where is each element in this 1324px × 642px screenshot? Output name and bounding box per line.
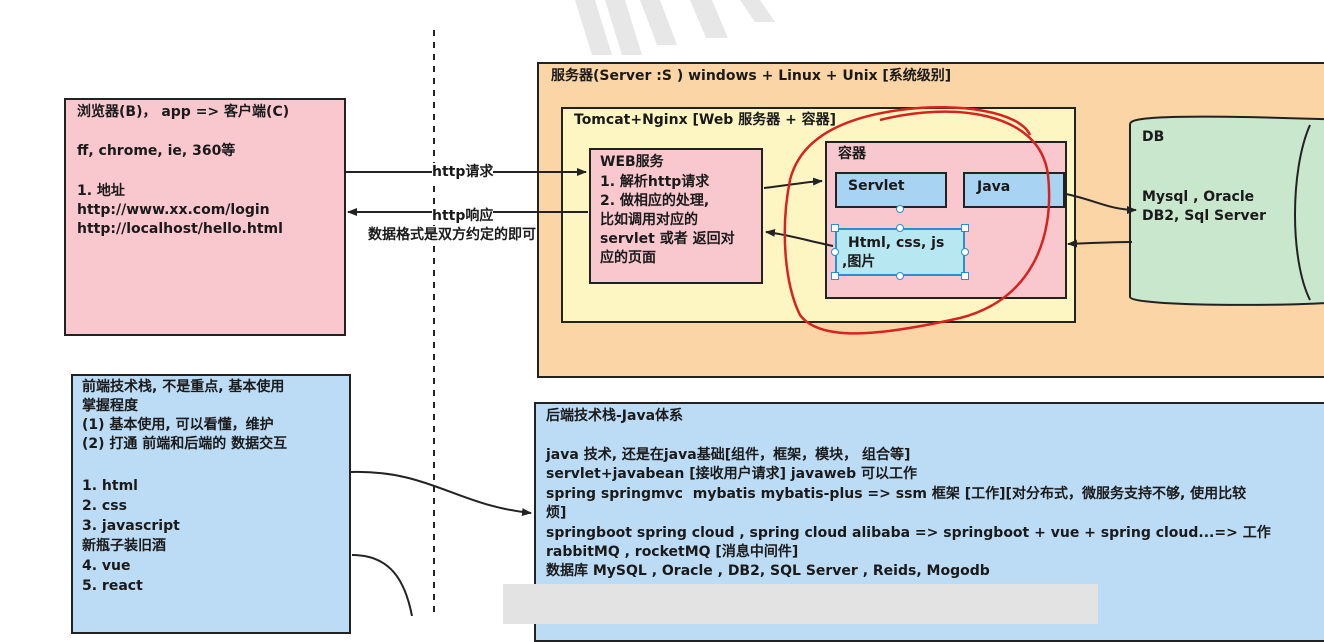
http-request-label: http请求 [432, 163, 494, 181]
connector-handle[interactable] [896, 205, 904, 213]
browser-address-heading: 1. 地址 [77, 183, 125, 199]
resize-handle-e[interactable] [961, 248, 969, 256]
frontend-to-backend-arrow [350, 470, 532, 517]
resize-handle-n[interactable] [896, 224, 904, 232]
resize-handle-nw[interactable] [831, 224, 839, 232]
web-service-line-1: 1. 解析http请求 [600, 174, 710, 190]
static-resources-line-1: Html, css, js [848, 235, 945, 251]
bottom-curve [351, 554, 413, 616]
web-service-line-4: servlet 或者 返回对 [600, 231, 735, 247]
watermark-stripes [575, 0, 775, 55]
resize-handle-sw[interactable] [831, 272, 839, 280]
backend-line-5: spring springmvc mybatis mybatis-plus =>… [546, 486, 1247, 502]
servlet-label: Servlet [848, 178, 905, 194]
servlet-box [835, 172, 947, 208]
static-resources-line-2: ,图片 [842, 254, 876, 270]
diagram-lines [346, 0, 1324, 616]
db-label: DB [1142, 129, 1165, 145]
red-annotation-circle [783, 106, 1051, 335]
frontend-line-9: 新瓶子装旧酒 [82, 538, 166, 554]
server-title: 服务器(Server :S ) windows + Linux + Unix [… [551, 68, 952, 84]
resize-handle-w[interactable] [831, 248, 839, 256]
resize-handle-ne[interactable] [961, 224, 969, 232]
backend-line-8: rabbitMQ , rocketMQ [消息中间件] [546, 544, 799, 560]
db-line-1: Mysql , Oracle [1142, 189, 1255, 205]
backend-line-7: springboot spring cloud , spring cloud a… [546, 525, 1271, 541]
frontend-line-11: 5. react [82, 578, 143, 594]
frontend-line-10: 4. vue [82, 558, 131, 574]
web-service-line-5: 应的页面 [600, 250, 656, 266]
resize-handle-se[interactable] [961, 272, 969, 280]
browser-title: 浏览器(B)， app => 客户端(C) [77, 104, 290, 120]
db-line-2: DB2, Sql Server [1142, 208, 1267, 224]
backend-line-9: 数据库 MySQL , Oracle , DB2, SQL Server , R… [546, 563, 990, 579]
http-response-note: 数据格式是双方约定的即可 [368, 226, 536, 244]
browser-url-2: http://localhost/hello.html [77, 221, 283, 237]
frontend-line-7: 2. css [82, 498, 127, 514]
watermark-bottom-bar [503, 584, 1098, 624]
frontend-line-8: 3. javascript [82, 518, 180, 534]
static-to-web-arrow [765, 228, 834, 247]
java-label: Java [977, 179, 1011, 195]
frontend-line-3: (1) 基本使用, 可以看懂，维护 [82, 417, 274, 433]
backend-line-4: servlet+javabean [接收用户请求] javaweb 可以工作 [546, 466, 918, 482]
backend-line-6: 烦] [546, 505, 567, 521]
container-title: 容器 [838, 146, 866, 162]
frontend-line-4: (2) 打通 前端和后端的 数据交互 [82, 436, 288, 452]
web-service-line-3: 比如调用对应的 [600, 212, 698, 228]
frontend-line-1: 前端技术栈, 不是重点, 基本使用 [82, 379, 285, 395]
web-to-servlet-arrow [763, 177, 823, 189]
tomcat-title: Tomcat+Nginx [Web 服务器 + 容器] [574, 112, 837, 128]
http-response-label: http响应 [432, 207, 494, 225]
frontend-line-2: 掌握程度 [82, 398, 138, 414]
frontend-line-6: 1. html [82, 478, 138, 494]
browser-box [64, 98, 346, 336]
browser-url-1: http://www.xx.com/login [77, 202, 270, 218]
backend-line-3: java 技术, 还是在java基础[组件，框架，模块， 组合等] [546, 447, 911, 463]
database-cylinder [1129, 115, 1324, 306]
web-service-line-2: 2. 做相应的处理, [600, 193, 710, 209]
browser-examples: ff, chrome, ie, 360等 [77, 143, 236, 159]
java-to-db-arrow [1065, 193, 1137, 214]
web-service-title: WEB服务 [600, 154, 664, 170]
db-to-container-arrow [1067, 239, 1133, 248]
backend-line-1: 后端技术栈-Java体系 [546, 408, 684, 424]
resize-handle-s[interactable] [896, 272, 904, 280]
web-service-box [589, 148, 763, 284]
